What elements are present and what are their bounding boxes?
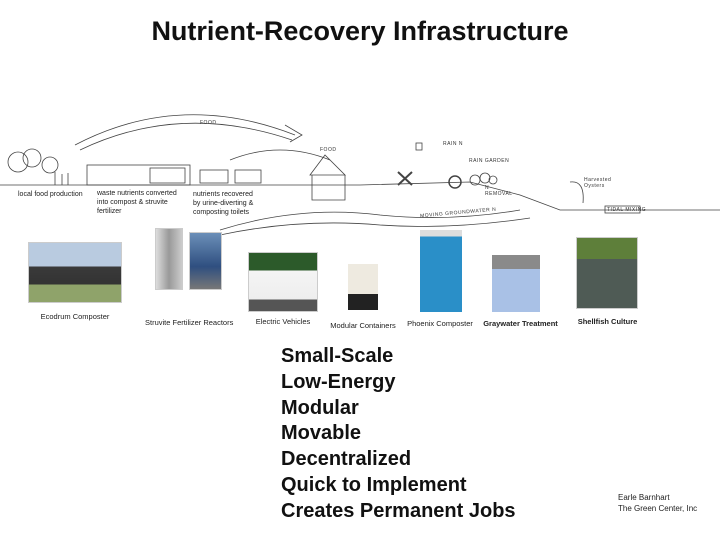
bucket-icon <box>415 142 423 151</box>
photo-caption: Phoenix Composter <box>407 319 473 328</box>
struvite-reactor-photo <box>155 228 183 290</box>
food-arrow <box>74 114 303 151</box>
local-food-label: local food production <box>18 191 83 198</box>
photo-caption: Struvite Fertilizer Reactors <box>145 318 234 327</box>
nutrient-cycle-sketch <box>0 114 720 235</box>
struvite-reactor-photo-2 <box>189 232 222 290</box>
graywater-treatment-photo <box>492 255 540 312</box>
nutrients-recovered-label: nutrients recovered by urine-diverting &… <box>193 191 254 216</box>
photo-caption: Graywater Treatment <box>483 319 558 328</box>
benefit-item: Movable <box>281 422 362 445</box>
food-arrow-label: FOOD <box>200 120 217 126</box>
waste-nutrients-label: waste nutrients converted into compost &… <box>97 190 177 215</box>
benefit-item: Decentralized <box>281 448 412 471</box>
benefits-list: Small-Scale Low-Energy Modular Movable D… <box>281 344 516 525</box>
cross-icon <box>397 171 413 186</box>
rain-garden-label: RAIN GARDEN <box>469 158 510 164</box>
benefit-item: Modular <box>281 396 359 419</box>
benefit-item: Creates Permanent Jobs <box>281 499 516 522</box>
return-arrow <box>229 149 331 161</box>
n-removal-label: N REMOVAL <box>485 185 513 197</box>
rain-n-label: RAIN N <box>443 141 463 147</box>
credit-name: Earle Barnhart <box>618 493 670 502</box>
oyster-arrow <box>569 181 584 204</box>
phoenix-composter-photo <box>420 230 462 312</box>
groundwater-band <box>219 209 531 235</box>
ecodrum-composter-photo <box>28 242 122 303</box>
compost-unit-icon <box>149 167 186 184</box>
benefit-item: Quick to Implement <box>281 473 467 496</box>
harvested-oysters-label: Harvested Oysters <box>584 177 612 189</box>
house-icon <box>309 154 346 201</box>
truck-icon <box>199 169 262 184</box>
tidal-box-icon <box>604 205 641 214</box>
shrubs-icon <box>469 172 498 186</box>
credit: Earle Barnhart The Green Center, Inc <box>618 492 697 514</box>
photo-caption: Shellfish Culture <box>577 317 638 326</box>
trees-icon <box>7 148 69 185</box>
benefit-item: Small-Scale <box>281 345 394 367</box>
shellfish-culture-photo <box>576 237 638 309</box>
electric-vehicle-photo <box>248 252 318 312</box>
slide-title: Nutrient-Recovery Infrastructure <box>151 16 569 46</box>
compost-facility-icon <box>86 164 191 186</box>
photo-caption: Ecodrum Composter <box>40 312 110 321</box>
tidal-mixing-label: TIDAL MIXING <box>607 207 647 213</box>
photo-caption: Modular Containers <box>330 321 396 330</box>
food-label: FOOD <box>320 147 337 153</box>
modular-container-photo <box>348 264 378 310</box>
rain-garden-icon <box>448 175 462 189</box>
photo-caption: Electric Vehicles <box>255 317 311 326</box>
ground-line <box>0 181 720 211</box>
benefit-item: Low-Energy <box>281 370 396 393</box>
credit-org: The Green Center, Inc <box>618 504 698 513</box>
